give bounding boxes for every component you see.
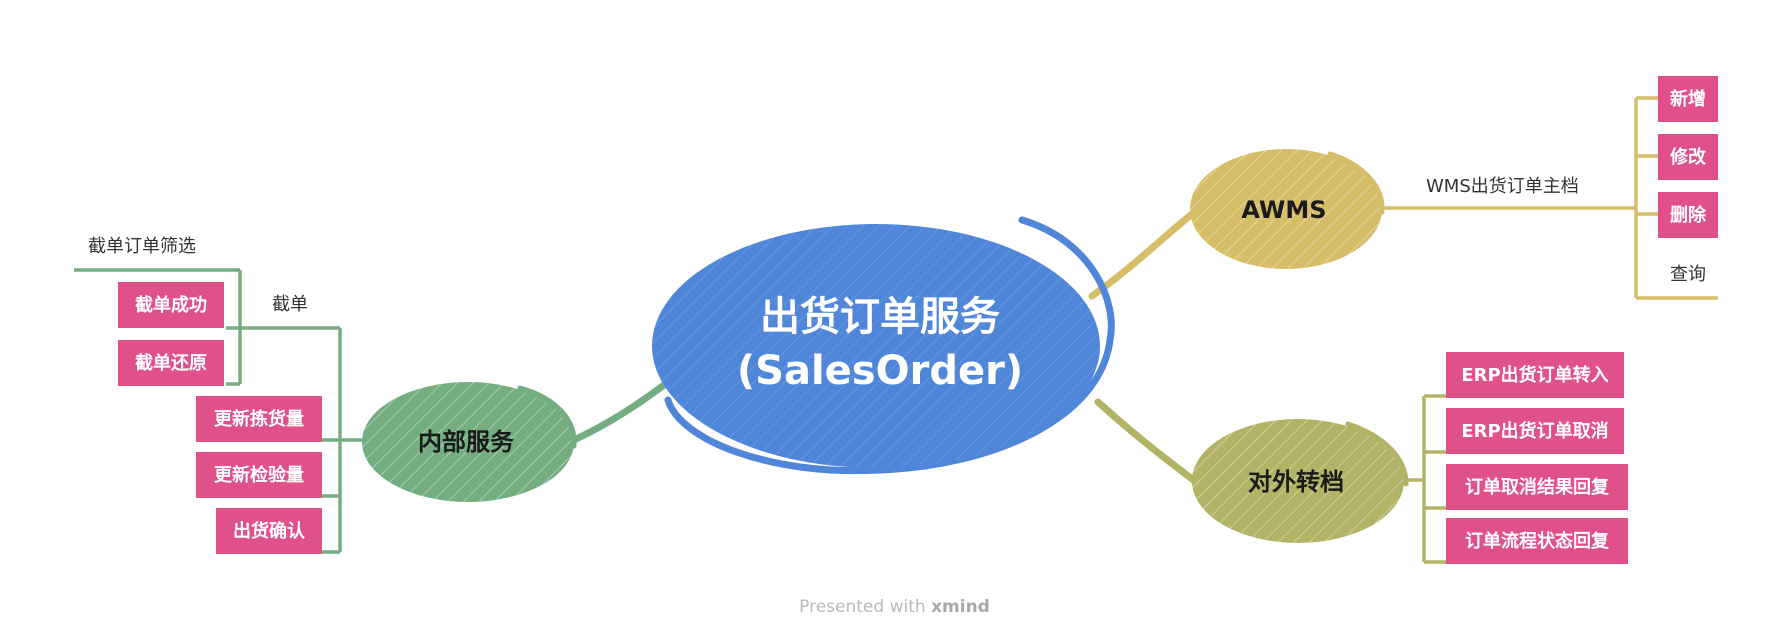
external-item-erp-cancel[interactable]: ERP出货订单取消 [1446,408,1624,454]
internal-item-update-picking[interactable]: 更新拣货量 [196,396,322,442]
xmind-logo-text: xmind [931,597,990,617]
central-topic[interactable]: 出货订单服务 (SalesOrder) [652,216,1115,475]
awms-action-edit-label: 修改 [1669,146,1707,168]
awms-action-add-label: 新增 [1670,88,1706,110]
footer-credit: Presented with xmind [0,597,1789,617]
cutoff-item-list: 截单成功 截单还原 [118,282,224,386]
topic-external[interactable]: 对外转档 [1192,419,1409,543]
cutoff-item-restore-label: 截单还原 [135,352,207,374]
external-item-erp-cancel-label: ERP出货订单取消 [1461,420,1608,442]
external-item-status-reply[interactable]: 订单流程状态回复 [1446,518,1628,564]
connectors [74,96,1718,564]
internal-item-ship-confirm-label: 出货确认 [233,520,306,542]
connector-center-awms [1088,204,1204,300]
awms-action-add[interactable]: 新增 [1658,76,1718,122]
bracket-external-items [1406,396,1426,562]
cutoff-item-success[interactable]: 截单成功 [118,282,224,328]
cutoff-item-success-label: 截单成功 [135,294,207,316]
internal-item-update-inspection[interactable]: 更新检验量 [196,452,322,498]
external-item-cancel-reply[interactable]: 订单取消结果回复 [1446,464,1628,510]
connector-center-external [1094,398,1200,486]
topic-awms-label: AWMS [1241,196,1326,224]
awms-action-edit[interactable]: 修改 [1658,134,1718,180]
central-title-line1: 出货订单服务 [760,294,1000,340]
awms-action-delete-label: 删除 [1670,204,1707,226]
awms-action-delete[interactable]: 删除 [1658,192,1718,238]
external-item-status-reply-label: 订单流程状态回复 [1465,530,1610,552]
external-item-erp-import-label: ERP出货订单转入 [1461,364,1608,386]
awms-sub-topic[interactable]: WMS出货订单主档 [1426,176,1579,197]
central-sketch-stroke [664,216,1115,475]
external-item-cancel-reply-label: 订单取消结果回复 [1465,476,1610,498]
topic-internal[interactable]: 内部服务 [362,382,577,502]
cutoff-item-restore[interactable]: 截单还原 [118,340,224,386]
internal-item-update-inspection-label: 更新检验量 [214,464,304,486]
central-title-line2: (SalesOrder) [737,348,1023,394]
bracket-cutoff-items [238,270,258,384]
external-item-erp-import[interactable]: ERP出货订单转入 [1446,352,1624,398]
internal-item-ship-confirm[interactable]: 出货确认 [216,508,322,554]
topic-external-label: 对外转档 [1248,468,1344,496]
cutoff-filter-label: 截单订单筛选 [88,236,196,257]
awms-sub-label: WMS出货订单主档 [1426,176,1579,197]
topic-internal-label: 内部服务 [418,428,515,456]
awms-query-label: 查询 [1670,264,1706,285]
internal-item-list: 更新拣货量 更新检验量 出货确认 [196,396,322,554]
connector-center-internal [570,381,668,444]
awms-query[interactable]: 查询 [1670,264,1706,285]
internal-item-update-picking-label: 更新拣货量 [214,408,304,430]
cutoff-label: 截单 [272,294,308,315]
external-item-list: ERP出货订单转入 ERP出货订单取消 订单取消结果回复 订单流程状态回复 [1446,352,1628,564]
cutoff-filter[interactable]: 截单订单筛选 [88,236,196,257]
topic-awms[interactable]: AWMS [1190,149,1385,269]
footer-prefix: Presented with [799,597,932,617]
awms-action-list: 新增 修改 删除 [1658,76,1718,238]
internal-cutoff-group[interactable]: 截单 [272,294,308,315]
bracket-internal-items [338,328,362,552]
